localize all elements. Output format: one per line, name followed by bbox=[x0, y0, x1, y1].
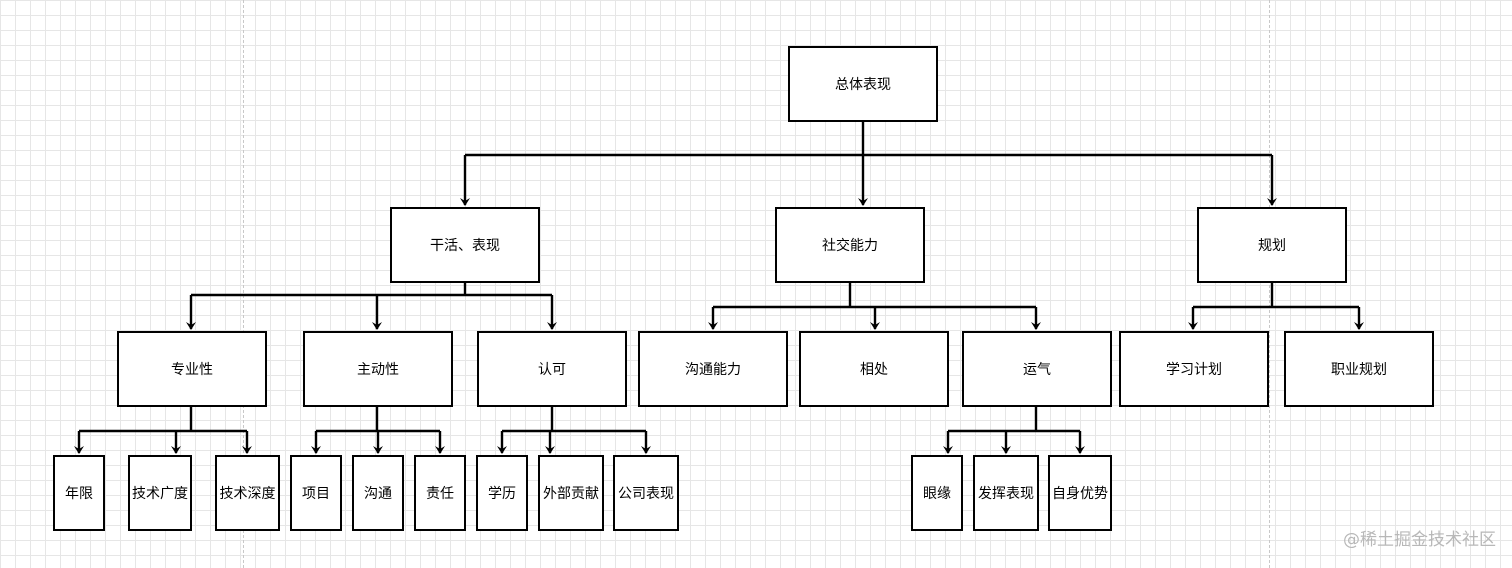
node-level2-learning-plan[interactable]: 学习计划 bbox=[1119, 331, 1269, 407]
node-level1-work-performance[interactable]: 干活、表现 bbox=[390, 207, 540, 283]
node-level2-initiative[interactable]: 主动性 bbox=[303, 331, 453, 407]
node-level3-company-performance[interactable]: 公司表现 bbox=[613, 455, 679, 531]
node-level3-projects[interactable]: 项目 bbox=[290, 455, 342, 531]
node-level3-education[interactable]: 学历 bbox=[476, 455, 528, 531]
node-level3-own-strengths[interactable]: 自身优势 bbox=[1048, 455, 1112, 531]
node-level2-communication-skill[interactable]: 沟通能力 bbox=[638, 331, 788, 407]
page-guide-left bbox=[243, 0, 244, 568]
watermark: @稀土掘金技术社区 bbox=[1343, 530, 1496, 550]
node-level2-recognition[interactable]: 认可 bbox=[477, 331, 627, 407]
node-level3-years[interactable]: 年限 bbox=[53, 455, 105, 531]
node-level3-first-impression[interactable]: 眼缘 bbox=[911, 455, 963, 531]
node-level1-social-ability[interactable]: 社交能力 bbox=[775, 207, 925, 283]
node-level3-external-contribution[interactable]: 外部贡献 bbox=[538, 455, 604, 531]
node-level3-responsibility[interactable]: 责任 bbox=[414, 455, 466, 531]
node-level2-career-plan[interactable]: 职业规划 bbox=[1284, 331, 1434, 407]
node-level2-luck[interactable]: 运气 bbox=[962, 331, 1112, 407]
node-level1-planning[interactable]: 规划 bbox=[1197, 207, 1347, 283]
node-level3-tech-breadth[interactable]: 技术广度 bbox=[128, 455, 192, 531]
node-root[interactable]: 总体表现 bbox=[788, 46, 938, 122]
node-level3-performance-delivery[interactable]: 发挥表现 bbox=[973, 455, 1039, 531]
page-guide-right bbox=[1269, 0, 1270, 568]
node-level3-communication[interactable]: 沟通 bbox=[352, 455, 404, 531]
node-level2-professionalism[interactable]: 专业性 bbox=[117, 331, 267, 407]
node-level2-getting-along[interactable]: 相处 bbox=[799, 331, 949, 407]
node-level3-tech-depth[interactable]: 技术深度 bbox=[215, 455, 280, 531]
